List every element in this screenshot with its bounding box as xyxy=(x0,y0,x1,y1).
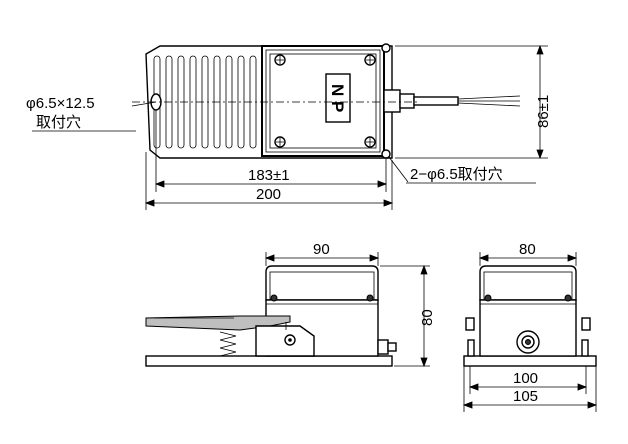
dim-side-width-label: 90 xyxy=(313,241,330,258)
dim-80-front xyxy=(478,252,578,266)
dim-front-width-label: 80 xyxy=(519,241,536,258)
dim-length-label: 200 xyxy=(256,186,281,203)
mount-hole-bottom xyxy=(381,149,391,159)
side-view: 90 80 xyxy=(145,241,436,368)
cable-gland xyxy=(383,89,459,113)
side-gland xyxy=(377,339,389,355)
side-base xyxy=(145,355,393,367)
front-housing xyxy=(479,265,577,301)
dim-86 xyxy=(395,44,548,160)
top-view: N P 86±1 φ6.5×12.5 取付穴 xyxy=(26,43,552,210)
front-view: 80 100 105 xyxy=(462,241,598,412)
side-spring xyxy=(219,331,237,357)
front-base xyxy=(463,355,597,367)
slot-note-text: 取付穴 xyxy=(36,114,81,131)
dim-80-vertical xyxy=(380,264,430,368)
dim-183 xyxy=(154,110,388,192)
dim-105 xyxy=(462,366,598,412)
dim-200 xyxy=(144,152,394,210)
dim-pitch-label: 183±1 xyxy=(248,167,290,184)
dim-side-height-label: 80 xyxy=(419,309,436,326)
dim-height-label: 86±1 xyxy=(535,95,552,128)
front-side-screws xyxy=(465,317,591,357)
corner-screws xyxy=(274,54,376,148)
dim-front-holes-label: 100 xyxy=(513,370,538,387)
slot-leader xyxy=(131,101,157,107)
side-housing xyxy=(265,265,379,301)
mount-note: 2−φ6.5取付穴 xyxy=(410,166,503,183)
slot-note-dim: φ6.5×12.5 xyxy=(26,95,95,112)
mount-hole-top xyxy=(381,43,391,53)
dim-front-base-label: 105 xyxy=(513,388,538,405)
side-pedal xyxy=(145,315,291,331)
np-label-box xyxy=(325,73,351,123)
cable-wires xyxy=(457,95,521,107)
dim-100 xyxy=(468,366,588,394)
dim-90 xyxy=(264,252,380,266)
mount-leader xyxy=(388,156,409,183)
np-label: N P xyxy=(328,84,347,112)
